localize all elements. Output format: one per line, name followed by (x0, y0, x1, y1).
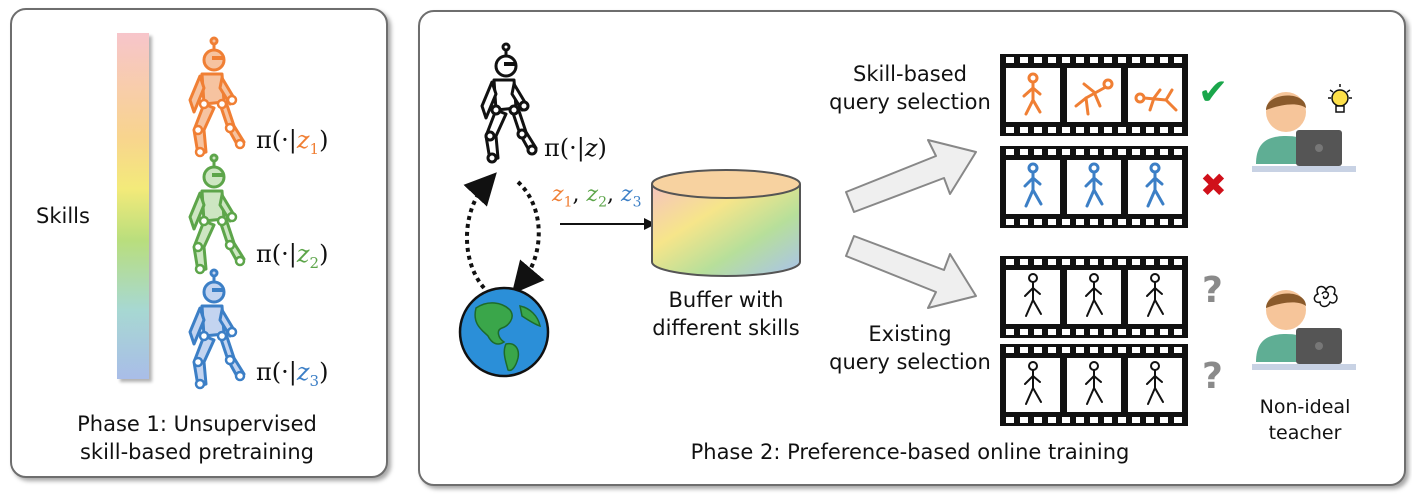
film-strip-skill-same (1000, 146, 1188, 228)
phase1-caption-line1: Phase 1: Unsupervised (77, 412, 317, 436)
skill-query-line2: query selection (829, 90, 991, 114)
robot-icon-blue (188, 268, 246, 390)
film-strip-existing-2 (1000, 344, 1188, 426)
arrow-existing (845, 235, 977, 309)
check-mark-icon: ✔ (1198, 72, 1229, 113)
phase1-caption-line2: skill-based pretraining (79, 440, 315, 464)
question-mark-icon-2: ? (1202, 356, 1223, 397)
interaction-loop-arrows (463, 172, 545, 295)
existing-query-line2: query selection (829, 350, 991, 374)
phase2-caption: Phase 2: Preference-based online trainin… (690, 440, 1130, 464)
agent-policy-label: π(·|z) (544, 134, 607, 162)
arrow-to-buffer (560, 218, 656, 230)
robot-icon-green (188, 153, 246, 275)
teacher-caption-line2: teacher (1268, 422, 1342, 444)
agent-robot-icon (480, 42, 538, 164)
skills-gradient-bar (117, 33, 149, 379)
robot-icon-orange (188, 36, 246, 158)
arrow-skill-based (845, 139, 977, 213)
skill-variables-label: z1, z2, z3 (552, 182, 642, 211)
policy-z3-label: π(·|z3) (256, 358, 329, 390)
ideal-teacher-icon (1252, 84, 1356, 172)
film-strip-skill-varied (1000, 54, 1188, 136)
environment-globe-icon (458, 286, 550, 378)
question-mark-icon-1: ? (1202, 270, 1223, 311)
policy-z1-label: π(·|z1) (256, 126, 329, 158)
film-strip-existing-1 (1000, 256, 1188, 338)
buffer-caption-line2: different skills (652, 316, 800, 340)
skills-label: Skills (36, 204, 90, 228)
phase2-panel (418, 10, 1406, 486)
buffer-cylinder-icon (651, 169, 801, 277)
buffer-caption-line1: Buffer with (668, 288, 784, 312)
teacher-caption-line1: Non-ideal (1259, 396, 1351, 418)
cross-mark-icon: ✖ (1200, 166, 1227, 204)
skill-query-line1: Skill-based (853, 62, 967, 86)
non-ideal-teacher-icon (1252, 285, 1356, 370)
policy-z2-label: π(·|z2) (256, 240, 329, 272)
existing-query-line1: Existing (868, 322, 952, 346)
